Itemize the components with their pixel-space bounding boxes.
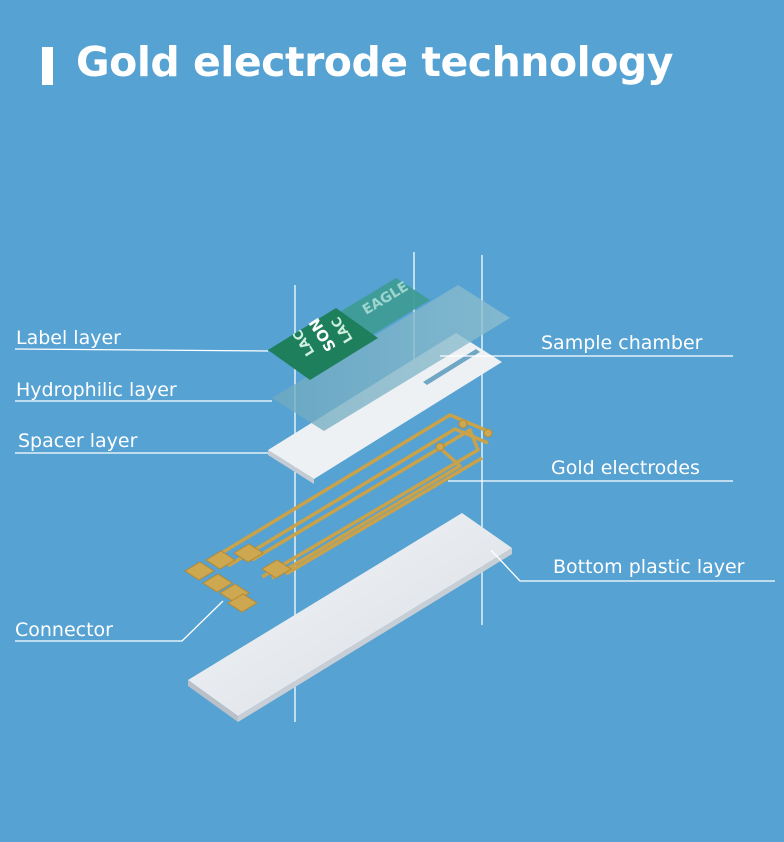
page-title: Gold electrode technology bbox=[76, 38, 673, 86]
electrode-trace-1 bbox=[209, 413, 491, 562]
electrode-trace-3 bbox=[251, 428, 480, 579]
electrode-pads bbox=[184, 419, 493, 613]
electrode-trace-2 bbox=[227, 427, 489, 568]
label-connector: Connector bbox=[15, 619, 113, 641]
electrode-node-2 bbox=[483, 428, 493, 438]
label-label-layer: Label layer bbox=[16, 327, 121, 349]
spacer-plate bbox=[268, 333, 502, 484]
leader-connector bbox=[15, 600, 224, 642]
label-gold-electrodes: Gold electrodes bbox=[551, 457, 700, 479]
gold-electrodes bbox=[209, 413, 491, 580]
sample-chamber-slot bbox=[423, 349, 480, 385]
label-sample-chamber: Sample chamber bbox=[541, 332, 703, 354]
label-bottom-plastic-layer: Bottom plastic layer bbox=[553, 556, 745, 578]
label-sticker: LAC SON LAC bbox=[268, 308, 378, 380]
label-spacer-layer: Spacer layer bbox=[18, 430, 138, 452]
connector-pad-2 bbox=[202, 573, 233, 593]
connector-pad-1 bbox=[184, 561, 215, 581]
bottom-plastic-plate bbox=[188, 513, 512, 722]
connector-pad-4 bbox=[205, 550, 236, 570]
label-hydrophilic-layer: Hydrophilic layer bbox=[16, 379, 177, 401]
electrode-trace-4 bbox=[271, 446, 462, 580]
electrode-node-3 bbox=[435, 442, 445, 452]
connector-pad-5 bbox=[233, 543, 264, 563]
electrode-node-1 bbox=[458, 419, 468, 429]
connector-pad-7 bbox=[261, 559, 292, 579]
hydrophilic-film bbox=[272, 285, 510, 431]
leader-lines bbox=[14, 348, 775, 642]
leader-label-layer bbox=[14, 348, 269, 352]
connector-pad-3 bbox=[219, 583, 250, 603]
connector-pad-6 bbox=[227, 593, 258, 613]
title-accent-bar bbox=[42, 47, 53, 85]
leader-bottom-plastic bbox=[490, 549, 775, 582]
electrode-trace-5 bbox=[285, 456, 483, 576]
